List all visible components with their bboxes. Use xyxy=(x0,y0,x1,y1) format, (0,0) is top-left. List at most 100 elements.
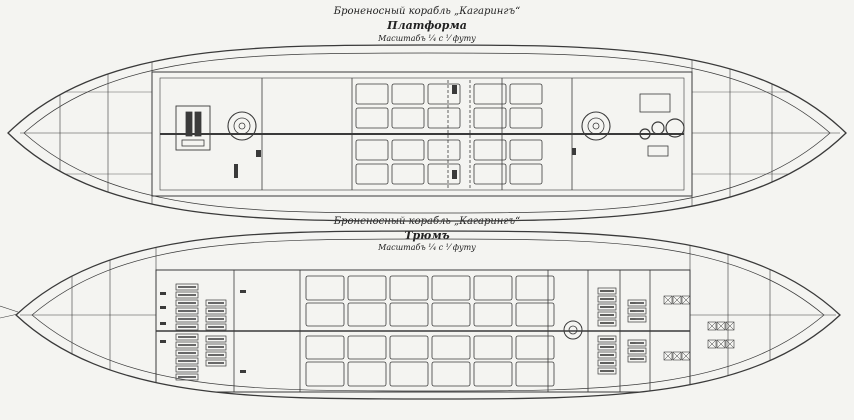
lower-boiler-cell xyxy=(431,302,471,327)
lower-boiler-cell xyxy=(347,335,387,360)
lower-boiler-cell xyxy=(431,275,471,301)
lower-boiler-cell xyxy=(431,335,471,360)
lower-rivet-mark xyxy=(240,290,246,293)
lower-boiler-cell xyxy=(431,361,471,387)
lower-boiler-cell xyxy=(347,302,387,327)
lower-machinery-block xyxy=(155,269,691,393)
lower-rivet-mark xyxy=(160,322,166,325)
lower-bunker-cell xyxy=(205,335,227,343)
lower-boiler-cell xyxy=(473,275,513,301)
lower-hatch-stroke xyxy=(663,351,673,361)
lower-rivet-mark xyxy=(160,306,166,309)
lower-bunker-cell xyxy=(205,307,227,315)
upper-machinery-block xyxy=(151,71,693,197)
lower-hatch-stroke xyxy=(672,295,682,305)
upper-boiler-cell xyxy=(391,139,425,161)
lower-boiler-cell xyxy=(305,361,345,387)
upper-boiler-cell xyxy=(427,83,461,105)
upper-boiler-cell xyxy=(509,107,543,129)
upper-fore-guns xyxy=(175,105,211,151)
lower-bunker-cell xyxy=(205,359,227,367)
lower-rivet-mark xyxy=(160,292,166,295)
upper-plan-title: Броненосный корабль „Кагарингъ“ xyxy=(333,6,521,17)
lower-bunker-cell xyxy=(175,373,199,381)
lower-hatch-box xyxy=(725,339,735,349)
lower-boiler-cell xyxy=(389,335,429,360)
lower-bunker-cell xyxy=(205,343,227,351)
lower-hatch-stroke xyxy=(725,339,735,349)
lower-boiler-cell xyxy=(347,275,387,301)
lower-boiler-cell xyxy=(473,335,513,360)
upper-small-fittings xyxy=(234,85,576,179)
lower-boiler-cell xyxy=(305,302,345,327)
lower-bunker-cell xyxy=(627,315,647,323)
upper-boiler-cell xyxy=(473,83,507,105)
lower-boiler-cell xyxy=(515,275,555,301)
lower-bunker-cell xyxy=(597,295,617,303)
lower-hatch-box xyxy=(681,351,691,361)
lower-bunker-cell xyxy=(597,311,617,319)
lower-hatch-box xyxy=(681,295,691,305)
lower-bunker-cell xyxy=(597,367,617,375)
lower-boiler-cell xyxy=(389,302,429,327)
lower-bunker-cells xyxy=(175,283,647,381)
lower-hatch-box xyxy=(672,351,682,361)
upper-boiler-cell xyxy=(391,83,425,105)
lower-boiler-cell xyxy=(389,361,429,387)
upper-boiler-cell xyxy=(509,83,543,105)
lower-bunker-cell xyxy=(597,319,617,327)
lower-bunker-cell xyxy=(175,333,199,341)
lower-boiler-cell xyxy=(515,361,555,387)
upper-boiler-cell xyxy=(473,163,507,185)
lower-boiler-cell xyxy=(473,361,513,387)
upper-boiler-cell xyxy=(355,163,389,185)
lower-bunker-cell xyxy=(597,359,617,367)
lower-hatch-stroke xyxy=(725,321,735,331)
lower-bunker-cell xyxy=(597,303,617,311)
lower-hatch-stroke xyxy=(716,339,726,349)
lower-boiler-cell xyxy=(305,275,345,301)
lower-hatch-box xyxy=(663,295,673,305)
upper-boiler-cell xyxy=(355,107,389,129)
lower-hatch-box xyxy=(725,321,735,331)
lower-hatch-stroke xyxy=(707,321,717,331)
lower-bunker-cell xyxy=(597,335,617,343)
upper-turret-aft xyxy=(581,111,611,141)
lower-bunker-cell xyxy=(175,283,199,291)
lower-bunker-cell xyxy=(175,365,199,373)
upper-boiler-cell xyxy=(427,139,461,161)
lower-bunker-cell xyxy=(597,287,617,295)
lower-bunker-cell xyxy=(205,351,227,359)
lower-hatch-box xyxy=(707,339,717,349)
upper-boiler-cell xyxy=(427,107,461,129)
lower-boiler-cell xyxy=(389,275,429,301)
upper-aft-gear xyxy=(639,93,685,157)
upper-plan-scale-note: Масштабъ ⅟₄ с ⅟ футу xyxy=(378,34,476,43)
lower-bunker-cell xyxy=(175,291,199,299)
lower-hatch-stroke xyxy=(707,339,717,349)
lower-bunker-cell xyxy=(175,307,199,315)
lower-hatch-box xyxy=(716,339,726,349)
lower-hatch-stroke xyxy=(681,295,691,305)
lower-bunker-cell xyxy=(175,349,199,357)
lower-boiler-cell xyxy=(515,302,555,327)
lower-bunker-cell xyxy=(205,323,227,331)
platform-deck-plan xyxy=(7,44,847,222)
upper-boiler-grid xyxy=(355,83,543,185)
lower-bunker-cell xyxy=(205,315,227,323)
upper-turret-fore xyxy=(227,111,257,141)
lower-bunker-cell xyxy=(627,347,647,355)
lower-bunker-cell xyxy=(205,299,227,307)
lower-rivet-mark xyxy=(240,370,246,373)
lower-bunker-cell xyxy=(175,315,199,323)
lower-bunker-cell xyxy=(627,299,647,307)
upper-boiler-cell xyxy=(355,139,389,161)
upper-boiler-cell xyxy=(473,139,507,161)
lower-boiler-grid xyxy=(305,275,555,387)
lower-boiler-cell xyxy=(515,335,555,360)
upper-plan-subtitle: Платформа xyxy=(387,19,467,32)
lower-rivet-marks xyxy=(160,290,246,373)
upper-boiler-cell xyxy=(391,107,425,129)
